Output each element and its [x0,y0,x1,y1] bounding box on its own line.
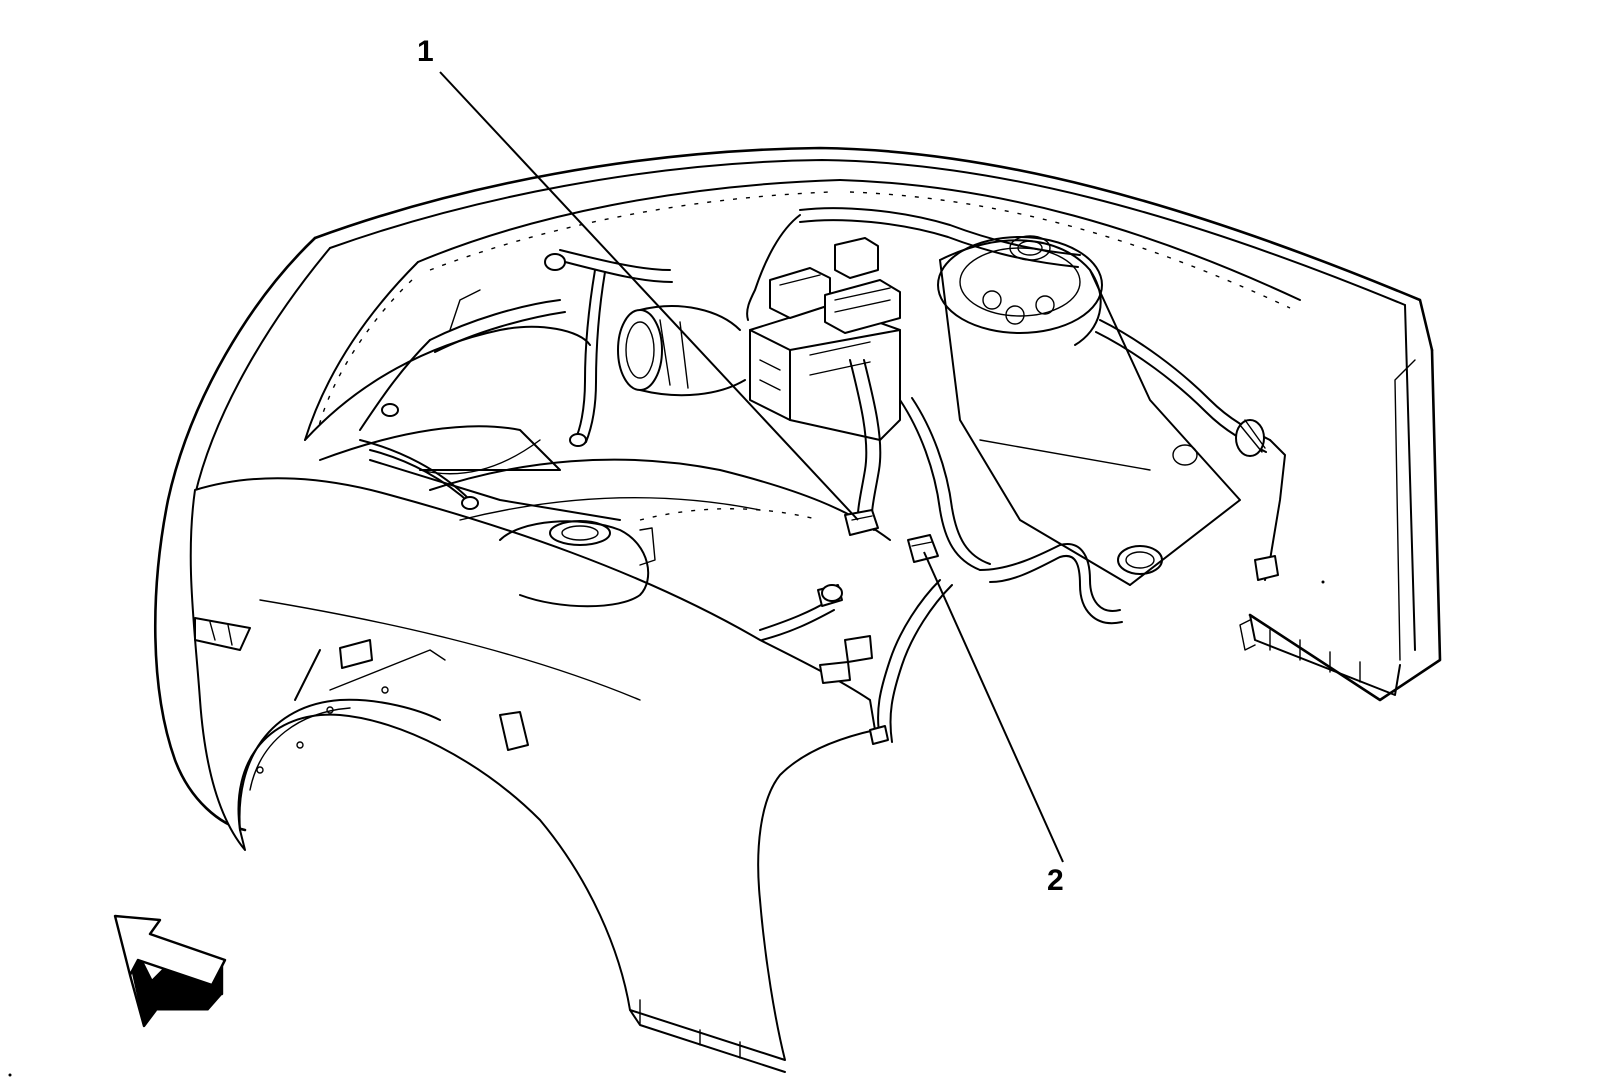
left-radiator-support [304,289,621,521]
callout-label-2: 2 [1047,864,1064,897]
underhood-fuse-block [749,237,901,441]
callout-leaders [439,71,1064,863]
leader-line-2 [923,551,1064,863]
engine-cradle-floor [429,458,891,541]
connectors [294,253,1286,751]
callout-label-1: 1 [417,35,434,68]
right-strut-tower [937,235,1241,586]
leader-line-1 [439,71,859,521]
air-intake-duct [617,305,746,397]
coolant-reservoir [499,520,656,608]
right-lower-support [1239,614,1401,696]
view-direction-arrow-icon [113,914,227,1028]
connector-callout-1 [844,509,879,536]
left-fender [189,477,876,1073]
hood-opening-inner-rim [304,179,1301,441]
connector-callout-2 [907,534,939,563]
